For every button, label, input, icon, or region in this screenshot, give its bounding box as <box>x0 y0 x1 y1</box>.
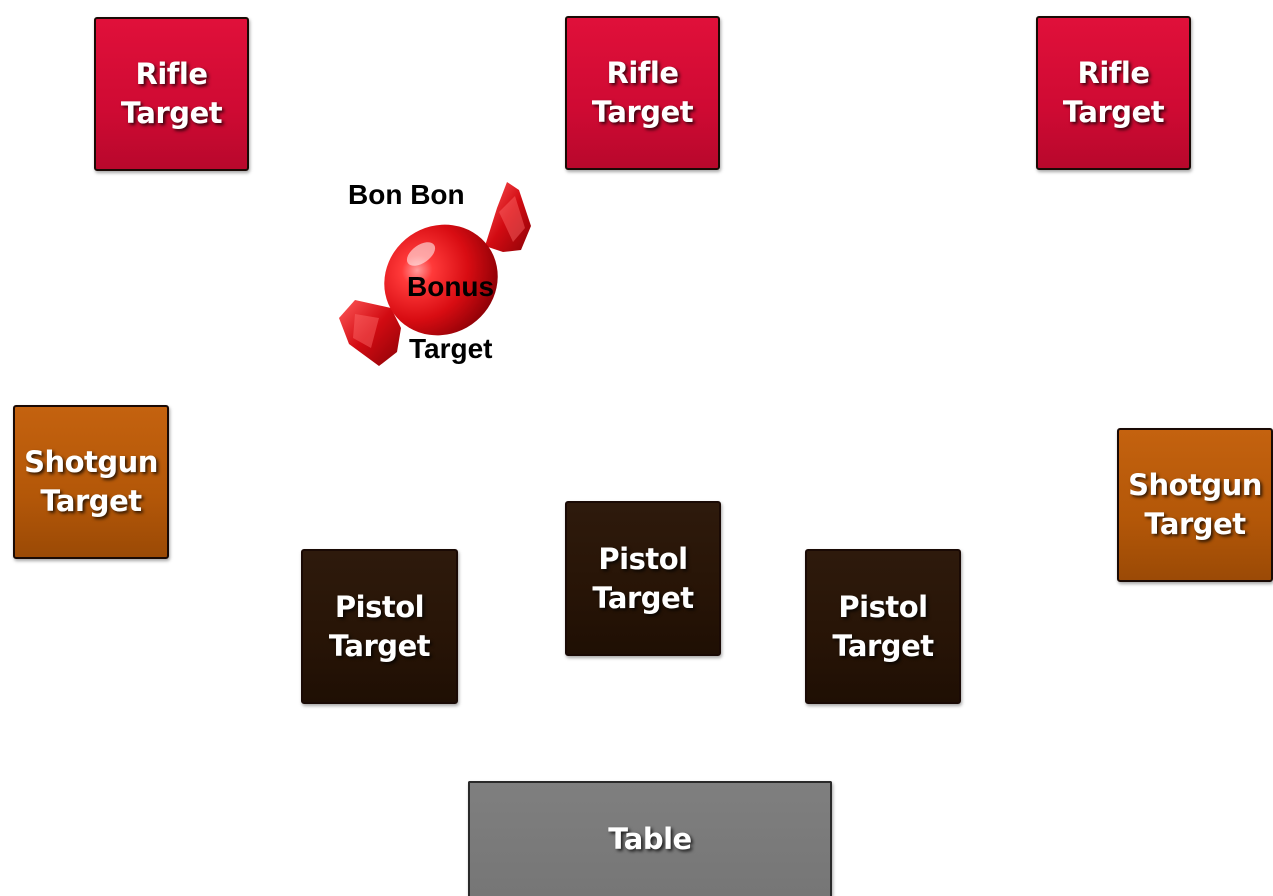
target-label-line2: Target <box>592 580 694 615</box>
target-label-line1: Pistol <box>598 541 688 576</box>
shooting-table: Table <box>468 781 832 896</box>
bonus-label-line2: Bonus <box>407 271 495 302</box>
pistol-target-right: Pistol Target <box>805 549 961 704</box>
bonus-label-line1: Bon Bon <box>348 179 465 210</box>
target-label-line2: Target <box>591 95 694 129</box>
bonus-label-line3: Target <box>409 333 493 364</box>
pistol-target-left: Pistol Target <box>301 549 458 704</box>
rifle-target-3: Rifle Target <box>1036 16 1191 170</box>
target-label-line1: Rifle <box>135 57 209 91</box>
shotgun-target-left: Shotgun Target <box>13 405 169 559</box>
target-label-line2: Target <box>40 484 142 518</box>
target-label-line2: Target <box>1062 95 1165 129</box>
target-label-line1: Shotgun <box>24 445 158 479</box>
rifle-target-1: Rifle Target <box>94 17 249 171</box>
wrapped-candy-icon <box>339 182 531 366</box>
target-label-line2: Target <box>1144 507 1246 541</box>
target-label-line1: Rifle <box>606 56 680 90</box>
rifle-target-2: Rifle Target <box>565 16 720 170</box>
pistol-target-center: Pistol Target <box>565 501 721 656</box>
target-label-line2: Target <box>120 96 223 130</box>
target-label-line1: Shotgun <box>1128 468 1262 502</box>
shotgun-target-right: Shotgun Target <box>1117 428 1273 582</box>
target-label-line2: Target <box>832 628 934 663</box>
target-label-line1: Rifle <box>1077 56 1151 90</box>
table-label: Table <box>608 822 692 856</box>
target-label-line1: Pistol <box>334 589 425 624</box>
target-label-line1: Pistol <box>838 589 928 624</box>
target-label-line2: Target <box>328 628 431 663</box>
